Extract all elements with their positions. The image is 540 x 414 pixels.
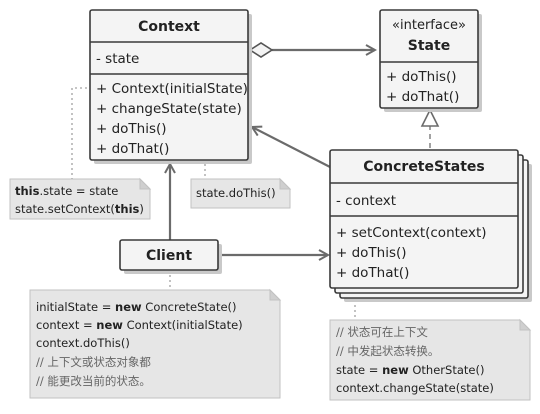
- note-client-line3: context.doThis(): [36, 336, 130, 350]
- state-interface: «interface» State + doThis() + doThat(): [379, 9, 482, 112]
- note-change-state-leader: [71, 87, 92, 179]
- context-method-do-this: + doThis(): [96, 121, 167, 137]
- realization-triangle: [420, 108, 440, 127]
- note-client-line1: initialState = new ConcreteState(): [36, 300, 237, 314]
- note-client-line5: // 能更改当前的状态。: [36, 374, 151, 388]
- context-method-do-that: + doThat(): [96, 141, 169, 157]
- note-change-state-line1: this.state = state: [15, 184, 118, 198]
- concrete-method-set-context: + setContext(context): [336, 225, 487, 241]
- note-change-state: this.state = state state.setContext(this…: [9, 177, 152, 220]
- note-do-this: state.doThis(): [190, 177, 292, 209]
- state-interface-stereotype: «interface»: [392, 18, 466, 33]
- concrete-states-title: ConcreteStates: [363, 159, 485, 175]
- context-method-change-state: + changeState(state): [96, 101, 242, 117]
- note-concrete-line2: // 中发起状态转换。: [336, 344, 439, 358]
- note-concrete-code: // 状态可在上下文 // 中发起状态转换。 state = new Other…: [329, 318, 532, 401]
- concrete-states-class: ConcreteStates - context + setContext(co…: [329, 149, 532, 302]
- concrete-method-do-that: + doThat(): [336, 265, 409, 281]
- note-client-code: initialState = new ConcreteState() conte…: [29, 288, 282, 399]
- context-field-state: - state: [96, 51, 139, 67]
- concrete-field-context: - context: [336, 193, 396, 209]
- state-interface-title: State: [408, 38, 450, 54]
- note-concrete-line3: state = new OtherState(): [336, 363, 484, 377]
- state-method-do-that: + doThat(): [386, 89, 459, 105]
- concrete-context-association: [252, 127, 333, 169]
- note-concrete-line4: context.changeState(state): [336, 381, 494, 395]
- context-class-title: Context: [138, 19, 200, 35]
- note-client-line2: context = new Context(initialState): [36, 318, 243, 332]
- context-method-constructor: + Context(initialState): [96, 81, 248, 97]
- note-change-state-line2: state.setContext(this): [15, 202, 144, 216]
- note-concrete-line1: // 状态可在上下文: [336, 325, 428, 339]
- concrete-method-do-this: + doThis(): [336, 245, 407, 261]
- note-client-line4: // 上下文或状态对象都: [36, 355, 151, 369]
- note-do-this-line1: state.doThis(): [196, 186, 276, 200]
- state-method-do-this: + doThis(): [386, 69, 457, 85]
- context-class: Context - state + Context(initialState) …: [89, 9, 252, 164]
- client-class-title: Client: [146, 248, 192, 264]
- aggregation-diamond: [248, 42, 274, 58]
- client-class: Client: [119, 239, 222, 274]
